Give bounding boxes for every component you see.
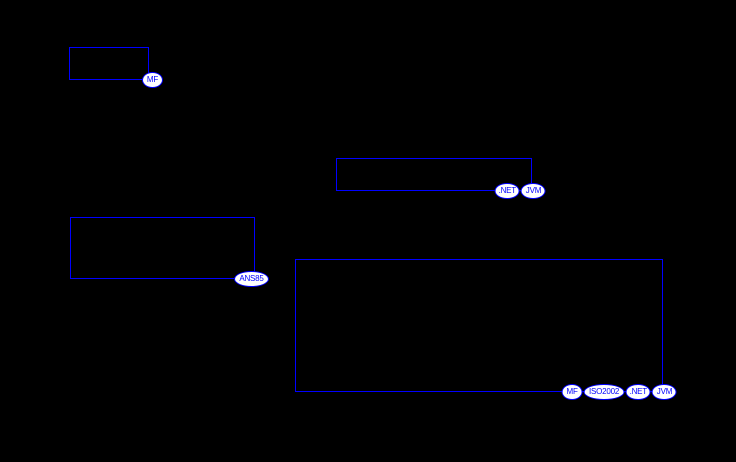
platform-badge[interactable]: JVM xyxy=(521,183,546,199)
node-box[interactable] xyxy=(295,259,663,392)
platform-badge[interactable]: .NET xyxy=(494,183,520,199)
node-box[interactable] xyxy=(70,217,255,279)
platform-badge[interactable]: MF xyxy=(561,384,583,400)
platform-badge[interactable]: MF xyxy=(142,72,163,88)
node-badge-row: MF xyxy=(142,72,163,88)
node-box[interactable] xyxy=(69,47,149,80)
platform-badge[interactable]: ISO2002 xyxy=(583,384,625,400)
platform-badge[interactable]: ANS85 xyxy=(234,271,269,287)
node-badge-row: ANS85 xyxy=(234,271,269,287)
platform-badge[interactable]: JVM xyxy=(652,384,677,400)
node-box[interactable] xyxy=(336,158,532,191)
platform-badge[interactable]: .NET xyxy=(625,384,651,400)
